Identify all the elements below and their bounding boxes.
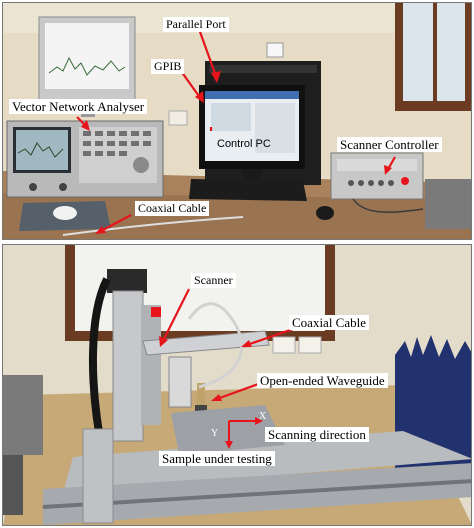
label-open-ended-waveguide: Open-ended Waveguide	[257, 373, 388, 388]
photo-measurement-setup: Parallel Port GPIB Vector Network Analys…	[2, 2, 472, 240]
photo-scanner-setup: Scanner Coaxial Cable Open-ended Wavegui…	[2, 244, 472, 526]
label-scanner-controller: Scanner Controller	[337, 137, 442, 152]
label-gpib: GPIB	[151, 59, 185, 74]
label-axis-x: X	[259, 411, 267, 422]
label-vector-network-analyser: Vector Network Analyser	[9, 99, 148, 114]
photo-measurement-setup-image	[3, 3, 471, 239]
label-parallel-port: Parallel Port	[163, 17, 229, 32]
label-sample-under-testing: Sample under testing	[159, 451, 275, 466]
label-scanner: Scanner	[191, 273, 236, 288]
label-coaxial-cable-bottom: Coaxial Cable	[289, 315, 370, 330]
label-coaxial-cable: Coaxial Cable	[135, 201, 210, 216]
photo-scanner-setup-image	[3, 245, 471, 525]
label-control-pc: Control PC	[217, 138, 271, 150]
label-scanning-direction: Scanning direction	[265, 427, 369, 442]
label-axis-y: Y	[211, 428, 219, 439]
